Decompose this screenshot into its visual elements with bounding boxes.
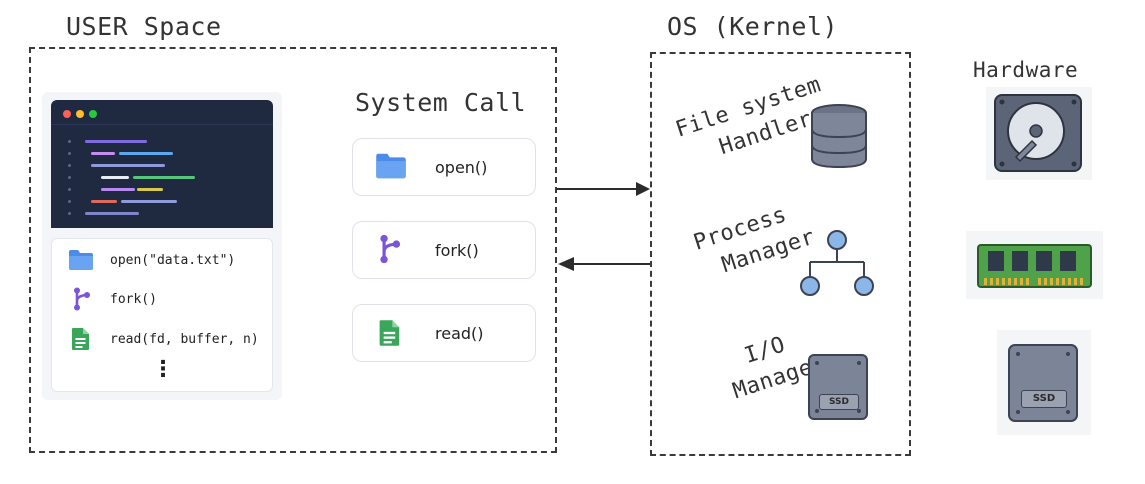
list-item-label: fork() — [110, 291, 157, 307]
window-minimize-dot — [76, 110, 84, 118]
code-editor-window — [51, 100, 273, 228]
window-maximize-dot — [89, 110, 97, 118]
more-indicator: ⋮ — [152, 357, 174, 382]
arrow-right-icon — [556, 182, 650, 196]
list-item-label: open("data.txt") — [110, 252, 236, 268]
ssd-card: SSD — [997, 330, 1091, 435]
code-call-list: open("data.txt") fork() read(fd, buffer,… — [51, 238, 273, 392]
list-item-read: read(fd, buffer, n) — [68, 327, 259, 351]
list-item-fork: fork() — [68, 287, 157, 311]
kernel-box — [650, 52, 911, 456]
user-space-title: USER Space — [66, 12, 222, 41]
ssd-chip-label: SSD — [1021, 390, 1067, 408]
window-close-dot — [63, 110, 71, 118]
code-illustration: open("data.txt") fork() read(fd, buffer,… — [42, 92, 282, 400]
syscall-open-button[interactable]: open() — [352, 138, 536, 196]
hardware-title: Hardware — [973, 58, 1079, 82]
syscall-read-button[interactable]: read() — [352, 304, 536, 362]
call-arrows — [556, 182, 650, 271]
list-item-label: read(fd, buffer, n) — [110, 331, 259, 347]
database-icon — [811, 104, 867, 169]
ssd-icon: SSD — [1008, 344, 1078, 422]
ram-icon — [977, 244, 1092, 288]
folder-icon — [69, 250, 93, 270]
system-call-title: System Call — [355, 88, 527, 117]
list-item-open: open("data.txt") — [68, 249, 235, 271]
hard-disk-card — [986, 87, 1092, 180]
syscall-fork-button[interactable]: fork() — [352, 221, 536, 279]
ram-card — [966, 231, 1103, 299]
syscall-label: open() — [435, 157, 488, 177]
kernel-title: OS (Kernel) — [667, 12, 839, 41]
ssd-icon: SSD — [808, 354, 868, 420]
document-icon — [72, 328, 89, 350]
arrow-left-icon — [558, 257, 650, 271]
tree-icon — [800, 230, 874, 296]
ssd-chip-label: SSD — [819, 394, 859, 410]
fork-icon — [380, 234, 401, 264]
folder-icon — [376, 153, 406, 179]
user-space-box — [29, 47, 557, 453]
document-icon — [379, 320, 400, 346]
hard-disk-icon — [994, 94, 1082, 172]
syscall-label: read() — [435, 323, 484, 343]
fork-icon — [74, 287, 90, 311]
syscall-label: fork() — [435, 240, 479, 260]
